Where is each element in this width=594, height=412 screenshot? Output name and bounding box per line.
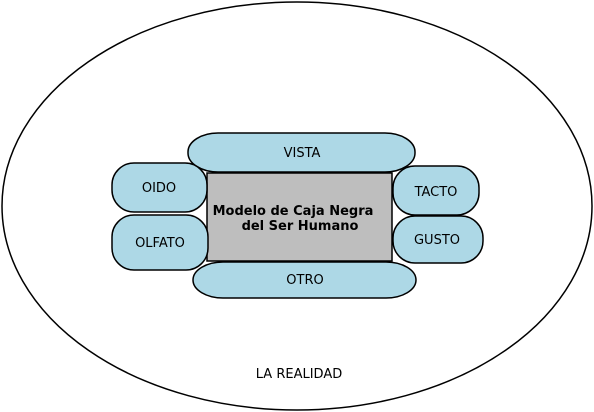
- sense-oido-label: OIDO: [142, 181, 176, 196]
- sense-vista: [187, 132, 416, 173]
- sense-tacto-label: TACTO: [414, 185, 458, 200]
- sense-gusto: [392, 215, 484, 264]
- reality-label: LA REALIDAD: [256, 367, 342, 382]
- sense-oido: [111, 162, 208, 213]
- black-box-label-line1: Modelo de Caja Negra: [213, 204, 374, 219]
- sense-olfato: [111, 214, 209, 271]
- sense-vista-label: VISTA: [284, 146, 321, 161]
- sense-otro: [192, 261, 417, 299]
- sense-olfato-label: OLFATO: [135, 236, 185, 251]
- sense-tacto: [392, 165, 480, 216]
- black-box-model: [206, 172, 393, 262]
- black-box-label-line2: del Ser Humano: [242, 219, 359, 234]
- sense-gusto-label: GUSTO: [414, 233, 460, 248]
- sense-otro-label: OTRO: [286, 273, 323, 288]
